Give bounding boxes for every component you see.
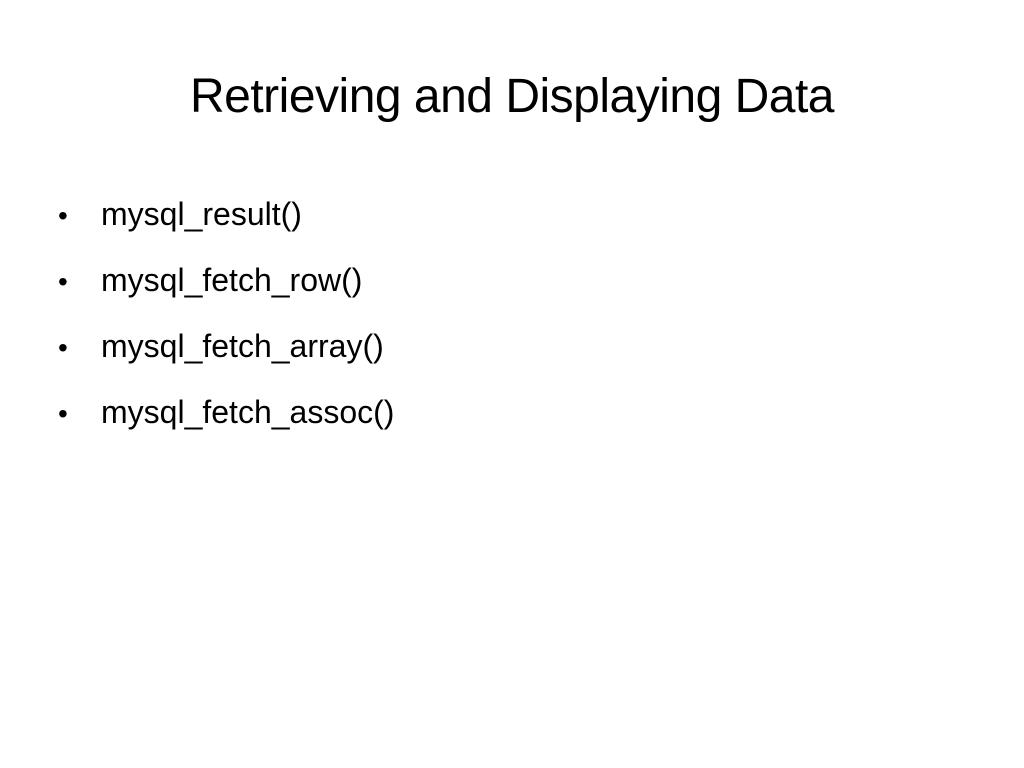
bullet-text: mysql_fetch_row() (101, 262, 363, 298)
bullet-item-mysql-fetch-assoc: • mysql_fetch_assoc() (58, 384, 394, 450)
bullet-item-mysql-fetch-row: • mysql_fetch_row() (58, 252, 394, 318)
bullet-text: mysql_fetch_array() (101, 328, 384, 364)
bullet-text: mysql_result() (101, 196, 302, 232)
bullet-item-mysql-result: • mysql_result() (58, 186, 394, 252)
bullet-dot-icon: • (58, 332, 68, 363)
bullet-text: mysql_fetch_assoc() (101, 394, 395, 430)
slide-title: Retrieving and Displaying Data (189, 70, 835, 123)
bullet-list: • mysql_result() • mysql_fetch_row() • m… (58, 186, 394, 450)
bullet-item-mysql-fetch-array: • mysql_fetch_array() (58, 318, 394, 384)
bullet-dot-icon: • (58, 200, 68, 231)
bullet-dot-icon: • (58, 398, 68, 429)
bullet-dot-icon: • (58, 266, 68, 297)
